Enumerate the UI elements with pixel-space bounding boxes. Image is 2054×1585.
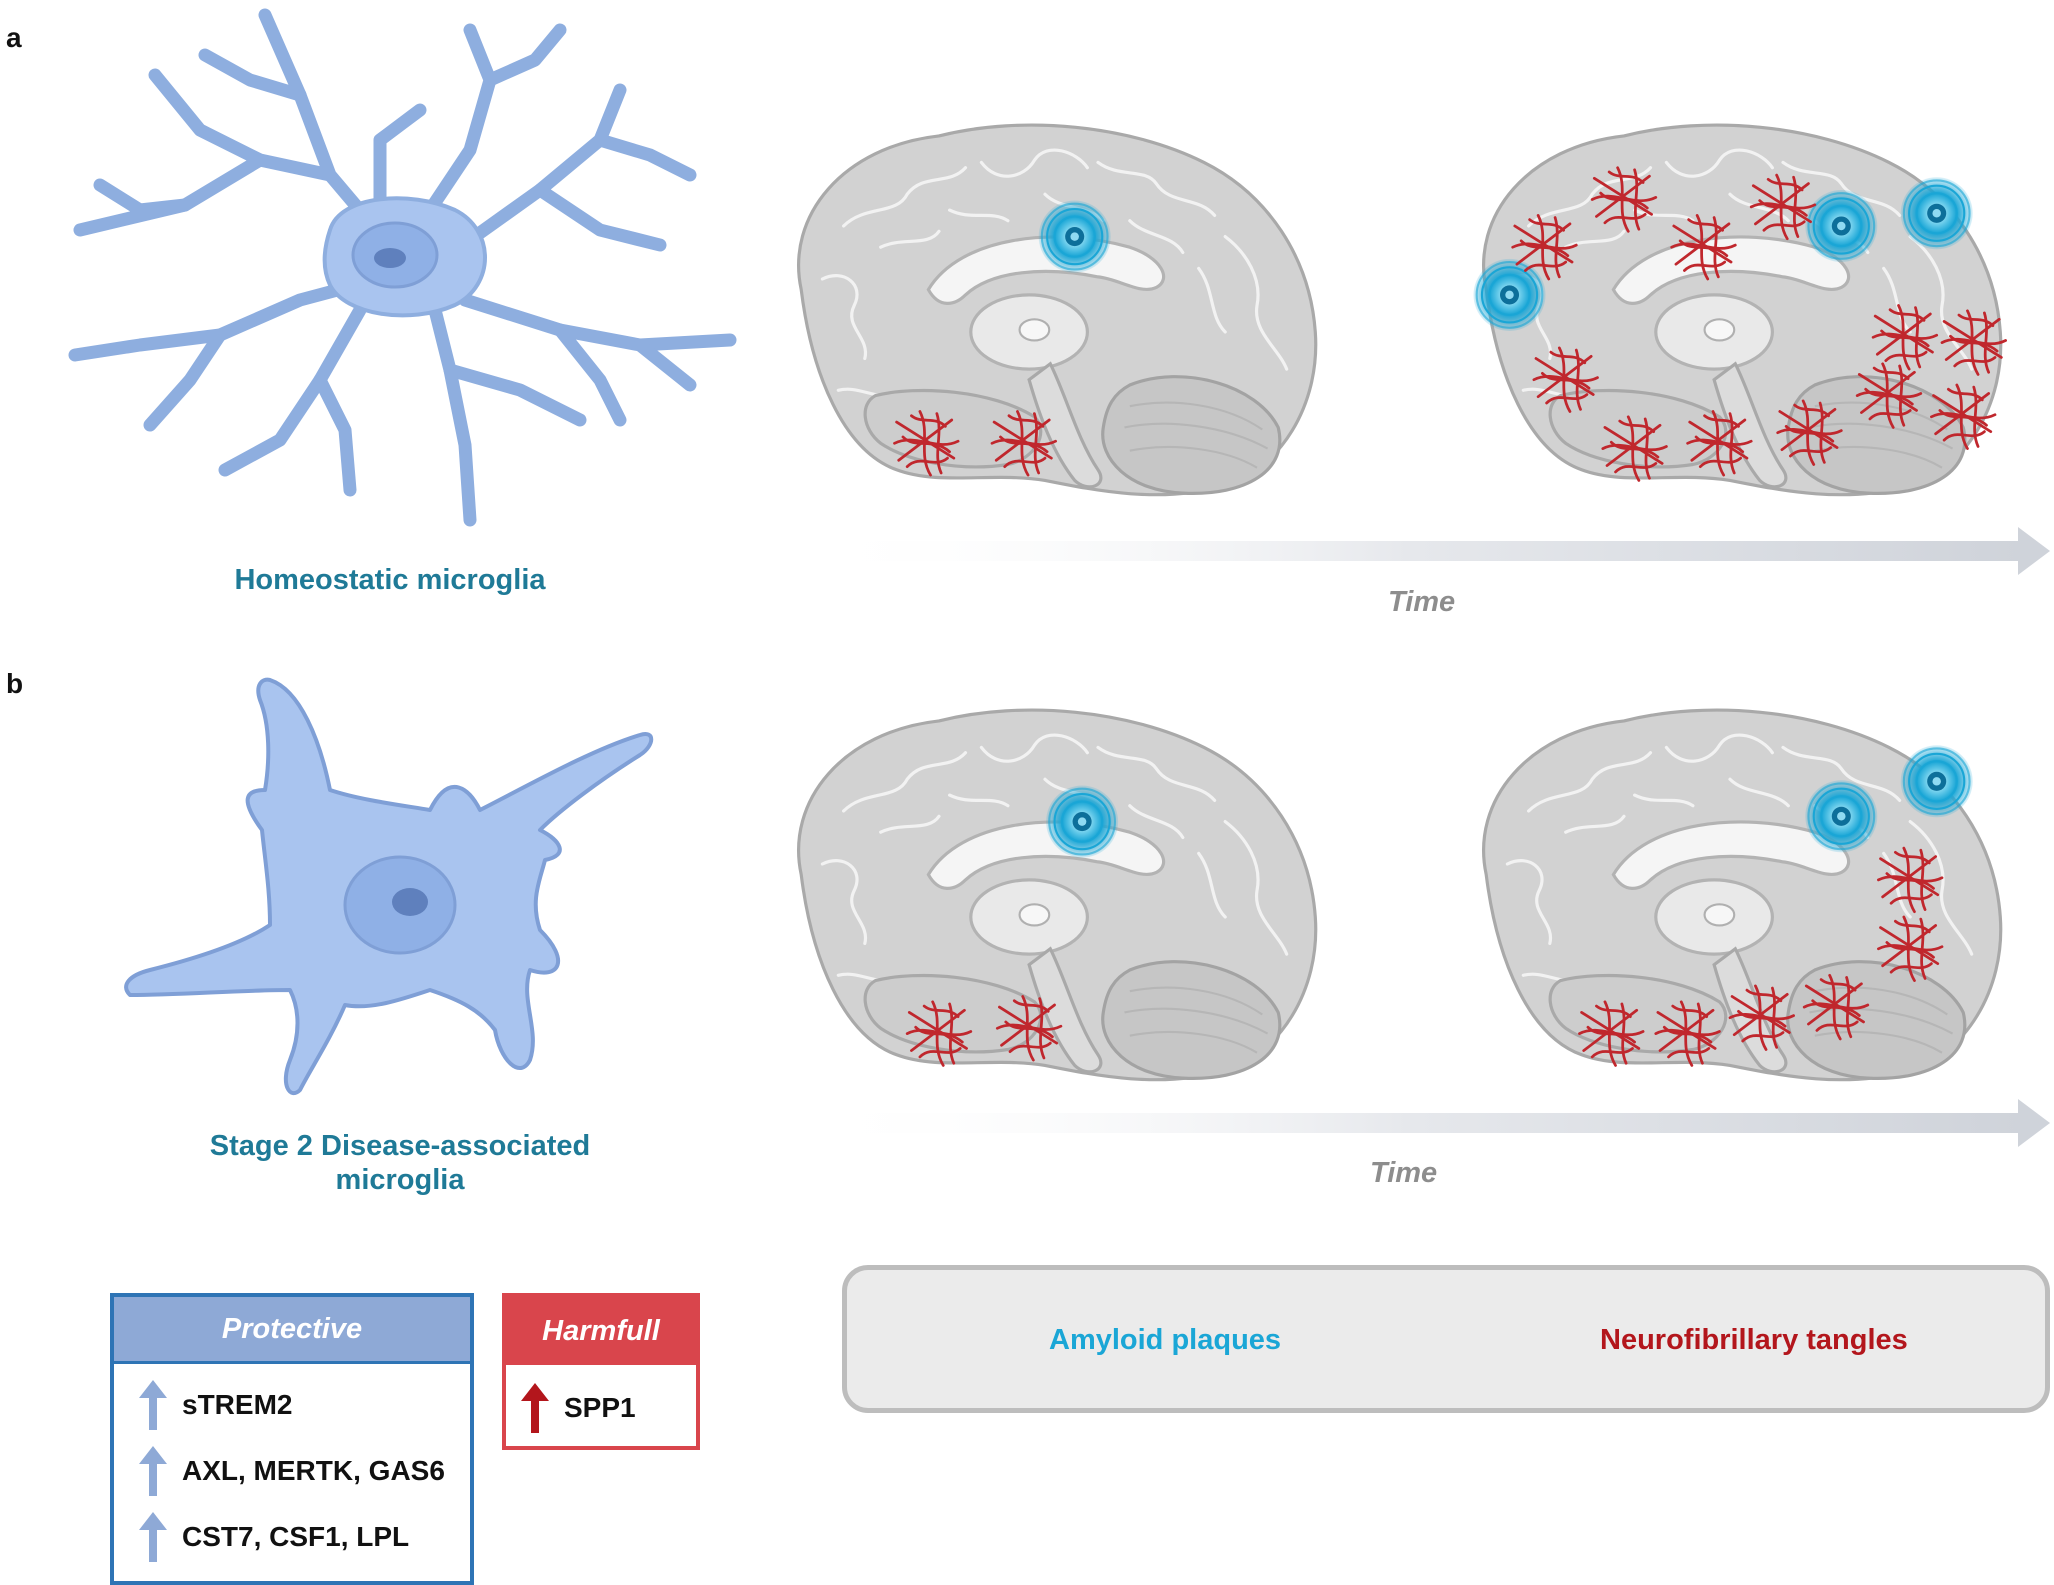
time-arrow-a [800,527,2050,575]
brain-b-early [797,708,1318,1082]
harmful-title: Harmfull [506,1297,696,1365]
homeostatic-microglia [68,8,737,527]
time-label-b: Time [1370,1157,1438,1189]
stage2-dam-label: Stage 2 Disease-associated microglia [160,1129,640,1197]
legend-amyloid-plaques-label: Amyloid plaques [1049,1324,1282,1356]
protective-item-strem2: sTREM2 [114,1372,470,1438]
brain-b-late [1482,708,2003,1082]
time-arrow-b [800,1099,2050,1147]
legend-neurofibrillary-tangles-label: Neurofibrillary tangles [1600,1324,1908,1356]
protective-box: Protective sTREM2 AXL, MERTK, GAS6 CST7,… [110,1293,474,1585]
time-label-a: Time [1388,586,1456,618]
protective-item-axl: AXL, MERTK, GAS6 [114,1438,470,1504]
up-arrow-icon [139,1380,167,1430]
homeostatic-microglia-label: Homeostatic microglia [234,564,546,596]
panel-label-b: b [6,668,24,699]
protective-item-cst7: CST7, CSF1, LPL [114,1504,470,1570]
legend: Amyloid plaques Neurofibrillary tangles [842,1265,2050,1413]
panel-label-a: a [6,22,22,53]
up-arrow-icon [139,1446,167,1496]
harmful-item-spp1: SPP1 [506,1375,696,1441]
protective-item-label: sTREM2 [182,1389,293,1420]
brain-a-late [1472,123,2007,497]
harmful-item-label: SPP1 [564,1392,636,1423]
harmful-box: Harmfull SPP1 [502,1293,700,1450]
stage2-dam-label-line2: microglia [335,1164,465,1196]
protective-item-label: CST7, CSF1, LPL [182,1521,410,1552]
brain-a-early [797,123,1318,497]
stage2-dam-label-line1: Stage 2 Disease-associated [209,1130,591,1162]
protective-title: Protective [114,1297,470,1364]
protective-item-label: AXL, MERTK, GAS6 [182,1455,445,1486]
disease-associated-microglia [124,677,654,1096]
up-arrow-icon [139,1512,167,1562]
up-arrow-icon [521,1383,549,1433]
